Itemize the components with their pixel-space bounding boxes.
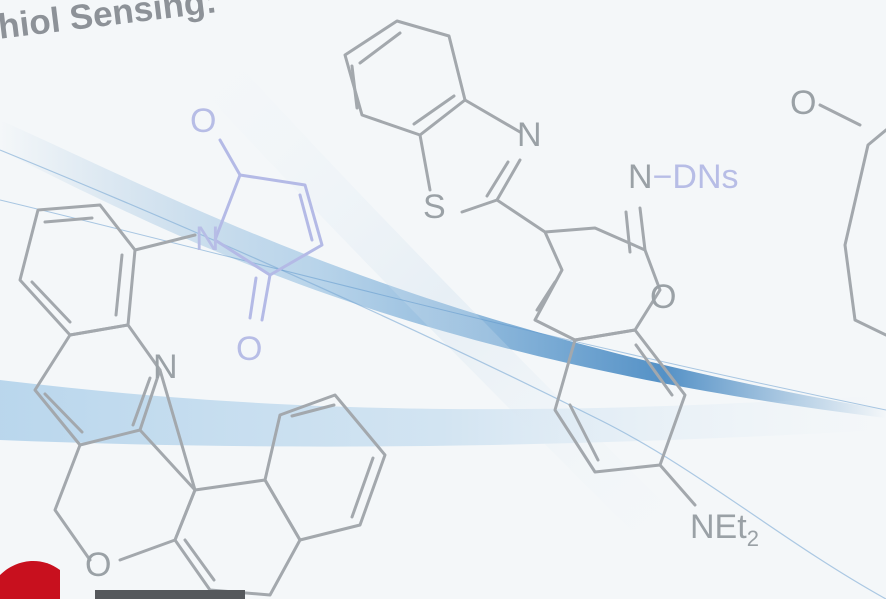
maleimide-bottom-carbonyl	[260, 273, 272, 322]
benzothiazole-benzene-ring	[343, 19, 467, 137]
wave-band-lower	[0, 380, 886, 447]
atom-label-s-thiazole: S	[423, 188, 446, 226]
chromene-inner-bond	[535, 280, 557, 312]
wave-line-2	[0, 199, 886, 411]
naphthalene-to-pyridine-bond	[158, 368, 197, 492]
logo-red-icon	[0, 560, 60, 599]
naphthalene-ring-2	[263, 393, 387, 542]
maleimide-ring	[213, 173, 324, 277]
benzothiazole-inner-bond-1	[358, 31, 402, 65]
coumarin-inner-bond-2	[634, 343, 674, 397]
imine-n-label: N	[628, 158, 653, 196]
thiazole-double-bond	[485, 160, 510, 198]
net2-label: NEt2	[690, 510, 759, 550]
gray-structures	[18, 19, 886, 597]
benzothiazole-inner-bond-3	[350, 64, 359, 110]
coumarin-inner-bond-1	[568, 403, 600, 462]
maleimide-top-carbonyl	[218, 138, 242, 177]
atom-label-o-maleimide-bottom: O	[236, 330, 263, 368]
imine-bond	[638, 206, 647, 252]
maleimide-double-bond	[298, 193, 314, 242]
pyridine-inner-bond-2	[43, 392, 84, 434]
net2-bond	[658, 463, 697, 507]
right-partial-ring	[843, 128, 886, 337]
maleimide-bottom-carbonyl-double	[248, 276, 258, 320]
atom-label-o-pyran: O	[85, 546, 112, 584]
naphthalene-inner-bond-2	[350, 456, 375, 519]
quinoline-inner-bond-3	[114, 253, 124, 317]
atom-label-o-coumarin: O	[650, 278, 677, 316]
logo-bar	[95, 590, 245, 599]
quinoline-to-maleimide-bond	[133, 233, 197, 252]
imine-bond-double	[624, 210, 632, 254]
net2-subscript: 2	[746, 525, 759, 551]
atom-label-o-right: O	[790, 84, 817, 122]
logo-fragment	[0, 560, 245, 599]
quinoline-left-ring	[18, 203, 137, 337]
imine-dns-text: −DNs	[652, 158, 739, 196]
quinoline-inner-bond-1	[43, 216, 94, 224]
atom-label-n-thiazole: N	[517, 116, 542, 154]
atom-label-n-maleimide: N	[195, 220, 220, 258]
maleimide-structure	[213, 138, 324, 322]
imine-dns-label: N−DNs	[628, 160, 739, 194]
atom-label-o-maleimide-top: O	[190, 102, 217, 140]
right-carbonyl-bond	[818, 103, 862, 127]
quinoline-inner-bond-2	[30, 280, 72, 324]
benzothiazole-inner-bond-2	[412, 94, 456, 126]
wave-band-light	[120, 0, 760, 599]
pyridine-inner-bond-1	[131, 376, 152, 427]
net2-main: NEt	[690, 508, 747, 546]
naphthalene-ring-1	[173, 478, 302, 597]
atom-label-n-quinoline: N	[153, 348, 178, 386]
chromene-pyran-ring	[495, 198, 662, 342]
wave-line-1	[0, 149, 886, 599]
naphthalene-inner-bond-3	[183, 538, 216, 582]
naphthalene-inner-bond-1	[290, 403, 336, 418]
